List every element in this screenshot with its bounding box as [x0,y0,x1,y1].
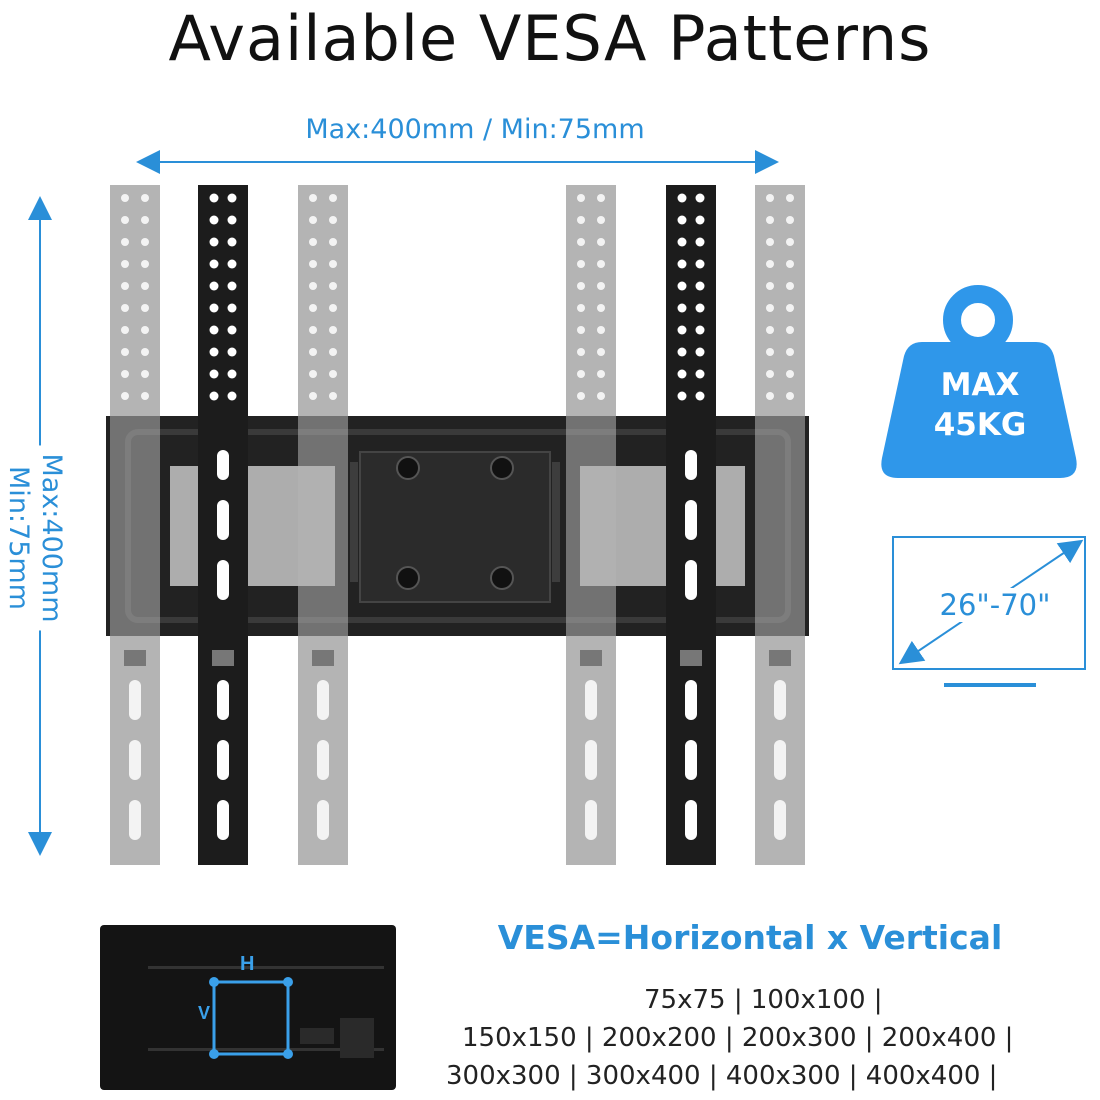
pattern-row-1: 75x75 | 100x100 | [644,985,883,1015]
vesa-formula: VESA=Horizontal x Vertical [497,918,1003,957]
pattern-row-3: 300x300 | 300x400 | 400x300 | 400x400 | [446,1061,998,1091]
pattern-row-2: 150x150 | 200x200 | 200x300 | 200x400 | [462,1023,1014,1053]
vertical-max-label: Max:400mm [36,453,67,623]
weight-icon [881,285,1077,478]
weight-badge-text: MAX 45KG [895,365,1065,445]
weight-badge-line1: MAX [940,367,1020,403]
tv-h-label: H [240,953,255,975]
tv-v-label: V [198,1003,211,1023]
tv-back-diagram [100,925,396,1090]
screen-size-label: 26"-70" [928,588,1062,622]
vertical-min-label: Min:75mm [3,466,34,610]
weight-badge-line2: 45KG [933,407,1027,443]
page-title: Available VESA Patterns [168,2,932,75]
vertical-range-label: Max:400mm Min:75mm [2,445,68,631]
horizontal-range-label: Max:400mm / Min:75mm [305,114,645,145]
